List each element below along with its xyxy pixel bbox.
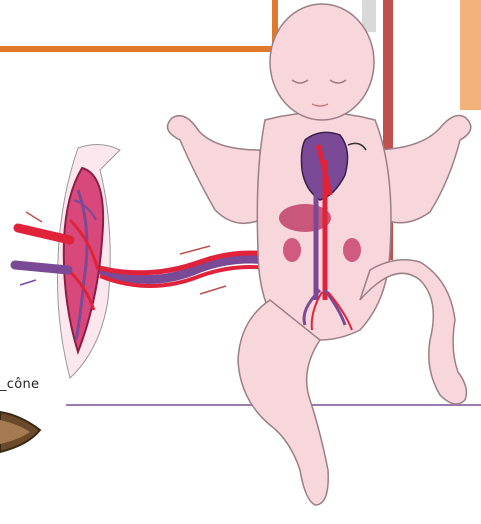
- placenta: [15, 144, 120, 378]
- cone-object: [0, 412, 40, 452]
- frame-far-right-orange: [460, 0, 481, 110]
- right-leg: [360, 260, 466, 404]
- kidney-left: [283, 238, 301, 262]
- left-arm: [168, 116, 261, 224]
- kidney-right: [343, 238, 361, 262]
- frame-top-orange-bar: [0, 46, 290, 52]
- head: [270, 4, 374, 120]
- infant-figure: [168, 4, 471, 505]
- cone-label: _cône: [0, 377, 39, 392]
